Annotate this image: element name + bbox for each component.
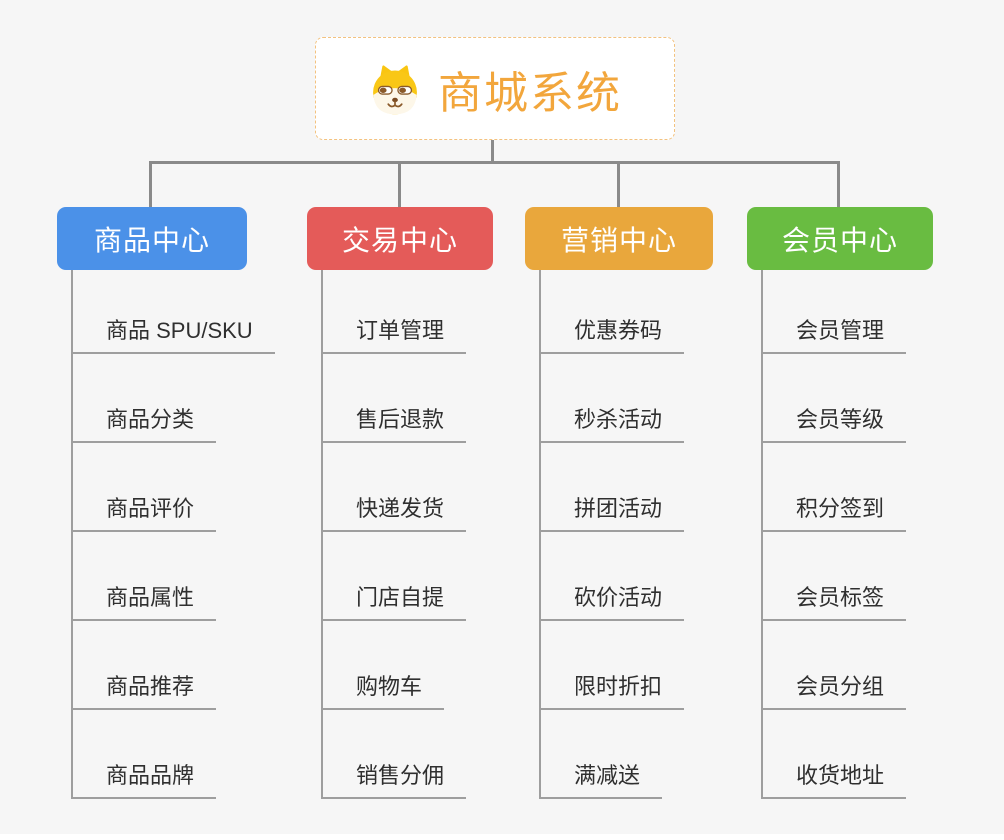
root-title: 商城系统 xyxy=(438,68,622,118)
child-item[interactable]: 销售分佣 xyxy=(321,710,467,799)
child-item-label: 会员管理 xyxy=(796,318,885,343)
child-item[interactable]: 满减送 xyxy=(539,710,663,799)
child-item[interactable]: 会员等级 xyxy=(761,354,907,443)
child-item[interactable]: 秒杀活动 xyxy=(539,354,685,443)
child-spine-marketing xyxy=(539,270,541,799)
child-item-label: 销售分佣 xyxy=(356,763,445,788)
child-item-label: 商品 SPU/SKU xyxy=(106,318,253,343)
child-column-marketing: 优惠券码秒杀活动拼团活动砍价活动限时折扣满减送 xyxy=(539,265,685,799)
child-item-label: 订单管理 xyxy=(356,318,445,343)
child-item-label: 收货地址 xyxy=(796,763,885,788)
child-item[interactable]: 商品品牌 xyxy=(71,710,217,799)
child-item[interactable]: 商品 SPU/SKU xyxy=(71,265,275,354)
branch-node-goods[interactable]: 商品中心 xyxy=(57,207,247,270)
branch-node-member[interactable]: 会员中心 xyxy=(747,207,933,270)
child-item-label: 秒杀活动 xyxy=(574,407,663,432)
child-item-label: 会员等级 xyxy=(796,407,885,432)
child-item-label: 商品属性 xyxy=(106,585,195,610)
child-item-label: 商品品牌 xyxy=(106,763,195,788)
child-item-label: 积分签到 xyxy=(796,496,885,521)
child-item-label: 商品评价 xyxy=(106,496,195,521)
child-item-label: 满减送 xyxy=(574,763,641,788)
child-item[interactable]: 商品分类 xyxy=(71,354,217,443)
child-item[interactable]: 限时折扣 xyxy=(539,621,685,710)
child-item-label: 售后退款 xyxy=(356,407,445,432)
child-item-label: 拼团活动 xyxy=(574,496,663,521)
child-item-label: 购物车 xyxy=(356,674,423,699)
child-item[interactable]: 优惠券码 xyxy=(539,265,685,354)
child-item[interactable]: 门店自提 xyxy=(321,532,467,621)
child-item-label: 商品推荐 xyxy=(106,674,195,699)
child-column-trade: 订单管理售后退款快递发货门店自提购物车销售分佣 xyxy=(321,265,467,799)
child-item[interactable]: 购物车 xyxy=(321,621,445,710)
child-item-label: 快递发货 xyxy=(356,496,445,521)
child-item[interactable]: 商品推荐 xyxy=(71,621,217,710)
child-item[interactable]: 订单管理 xyxy=(321,265,467,354)
child-item[interactable]: 拼团活动 xyxy=(539,443,685,532)
child-item[interactable]: 商品属性 xyxy=(71,532,217,621)
child-item-label: 商品分类 xyxy=(106,407,195,432)
child-spine-goods xyxy=(71,270,73,799)
child-item[interactable]: 快递发货 xyxy=(321,443,467,532)
child-item[interactable]: 售后退款 xyxy=(321,354,467,443)
child-item[interactable]: 商品评价 xyxy=(71,443,217,532)
child-item-label: 砍价活动 xyxy=(574,585,663,610)
connector-drop-goods xyxy=(149,161,152,207)
shiba-dog-icon xyxy=(368,61,422,117)
child-item[interactable]: 积分签到 xyxy=(761,443,907,532)
branch-node-marketing[interactable]: 营销中心 xyxy=(525,207,713,270)
child-item[interactable]: 会员分组 xyxy=(761,621,907,710)
child-item-label: 优惠券码 xyxy=(574,318,663,343)
child-item-label: 会员标签 xyxy=(796,585,885,610)
child-item-label: 门店自提 xyxy=(356,585,445,610)
child-item[interactable]: 收货地址 xyxy=(761,710,907,799)
child-item[interactable]: 会员管理 xyxy=(761,265,907,354)
root-node[interactable]: 商城系统 xyxy=(315,37,675,140)
connector-root-stub xyxy=(491,140,494,163)
connector-drop-trade xyxy=(398,161,401,207)
bottom-strip xyxy=(0,834,1004,840)
connector-horizontal xyxy=(149,161,840,164)
child-item-label: 会员分组 xyxy=(796,674,885,699)
child-item[interactable]: 砍价活动 xyxy=(539,532,685,621)
child-spine-trade xyxy=(321,270,323,799)
child-spine-member xyxy=(761,270,763,799)
child-item[interactable]: 会员标签 xyxy=(761,532,907,621)
branch-node-trade[interactable]: 交易中心 xyxy=(307,207,493,270)
connector-drop-member xyxy=(837,161,840,207)
connector-drop-marketing xyxy=(617,161,620,207)
child-column-goods: 商品 SPU/SKU 商品分类商品评价商品属性商品推荐商品品牌 xyxy=(71,265,275,799)
child-item-label: 限时折扣 xyxy=(574,674,663,699)
child-column-member: 会员管理会员等级积分签到会员标签会员分组收货地址 xyxy=(761,265,907,799)
